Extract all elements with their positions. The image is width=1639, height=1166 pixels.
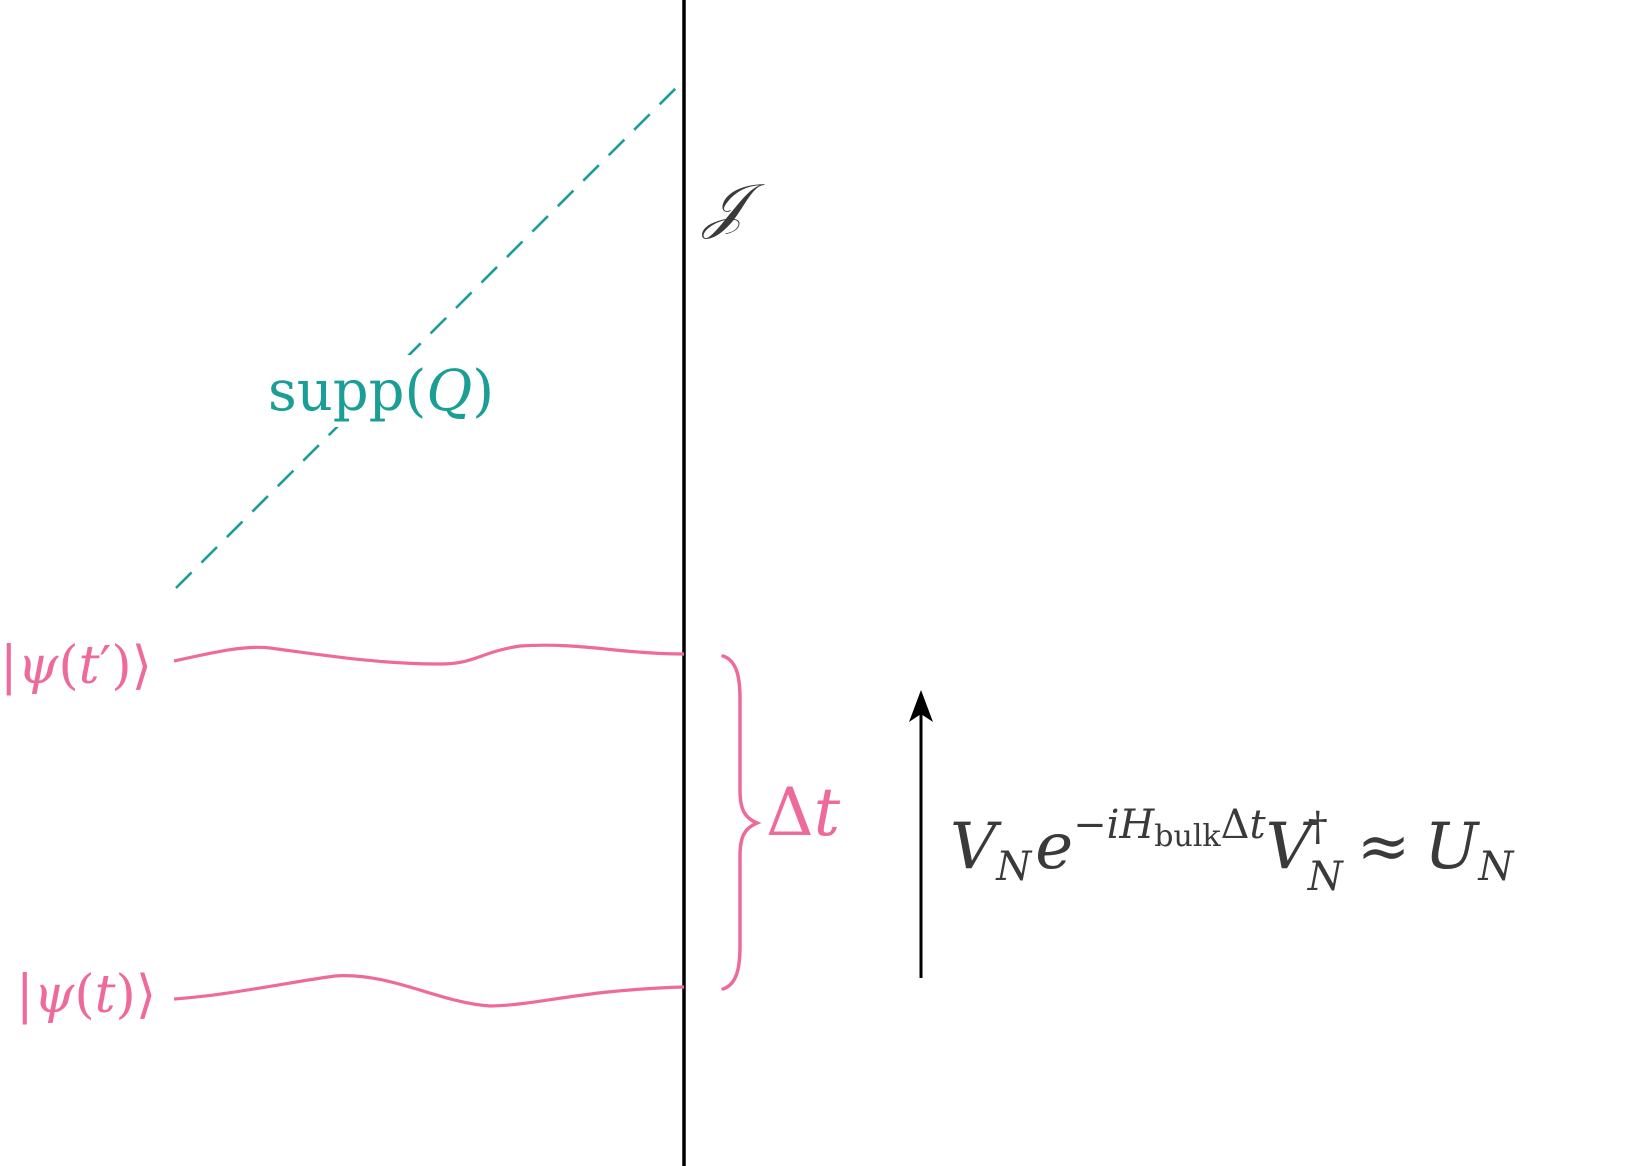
support-label-mask xyxy=(262,355,494,427)
evo-Vd-sub: N xyxy=(1307,854,1345,900)
state-later-ket: ⟩ xyxy=(132,636,152,696)
state-later-paren-close: ) xyxy=(111,636,131,696)
state-earlier-paren-open: ( xyxy=(74,965,94,1025)
support-label-func: supp( xyxy=(268,359,426,424)
evo-exp-i: i xyxy=(1107,802,1120,848)
support-dashed-line xyxy=(175,79,685,589)
support-label-var: Q xyxy=(426,359,472,424)
state-earlier-ket: ⟩ xyxy=(136,965,156,1025)
state-earlier-curve xyxy=(173,974,685,1008)
interval-label: Δt xyxy=(766,774,841,851)
evo-V: V xyxy=(950,810,1002,884)
state-earlier-bar: | xyxy=(16,965,34,1025)
evolution-arrow-head xyxy=(909,690,933,722)
evo-exp-delta: Δ xyxy=(1221,802,1250,848)
evo-V-sub: N xyxy=(995,844,1033,890)
evo-exp-H-sub: bulk xyxy=(1154,819,1221,854)
evo-approx: ≈ xyxy=(1357,810,1411,884)
state-earlier-psi: ψ xyxy=(34,965,76,1025)
state-later-bar: | xyxy=(0,636,18,696)
state-later-t: t xyxy=(79,636,100,696)
boundary-label: 𝒥 xyxy=(701,171,765,241)
evolution-operator-label: VNe−iHbulkΔtV†N≈UN xyxy=(950,802,1515,900)
evo-U-sub: N xyxy=(1477,844,1515,890)
interval-delta: Δ xyxy=(766,774,814,851)
evo-U: U xyxy=(1424,810,1480,884)
state-earlier-paren-close: ) xyxy=(116,965,136,1025)
state-later-prime: ′ xyxy=(100,636,112,696)
state-earlier-t: t xyxy=(95,965,116,1025)
evo-e: e xyxy=(1035,810,1073,884)
state-earlier-label: |ψ(t)⟩ xyxy=(16,965,156,1025)
evo-Vd-sup: † xyxy=(1308,804,1328,850)
state-later-psi: ψ xyxy=(18,636,60,696)
interval-t: t xyxy=(814,774,841,851)
support-label: supp(Q) xyxy=(268,359,494,424)
interval-brace xyxy=(721,654,762,991)
state-later-paren-open: ( xyxy=(58,636,78,696)
evo-Vd: V xyxy=(1266,810,1318,884)
support-label-close: ) xyxy=(472,359,494,424)
state-later-label: |ψ(t′)⟩ xyxy=(0,636,152,696)
evo-exp-H: H xyxy=(1118,802,1155,848)
evo-exp-minus: − xyxy=(1073,802,1107,848)
evo-exp-t: t xyxy=(1250,802,1267,848)
state-later-curve xyxy=(173,643,685,666)
